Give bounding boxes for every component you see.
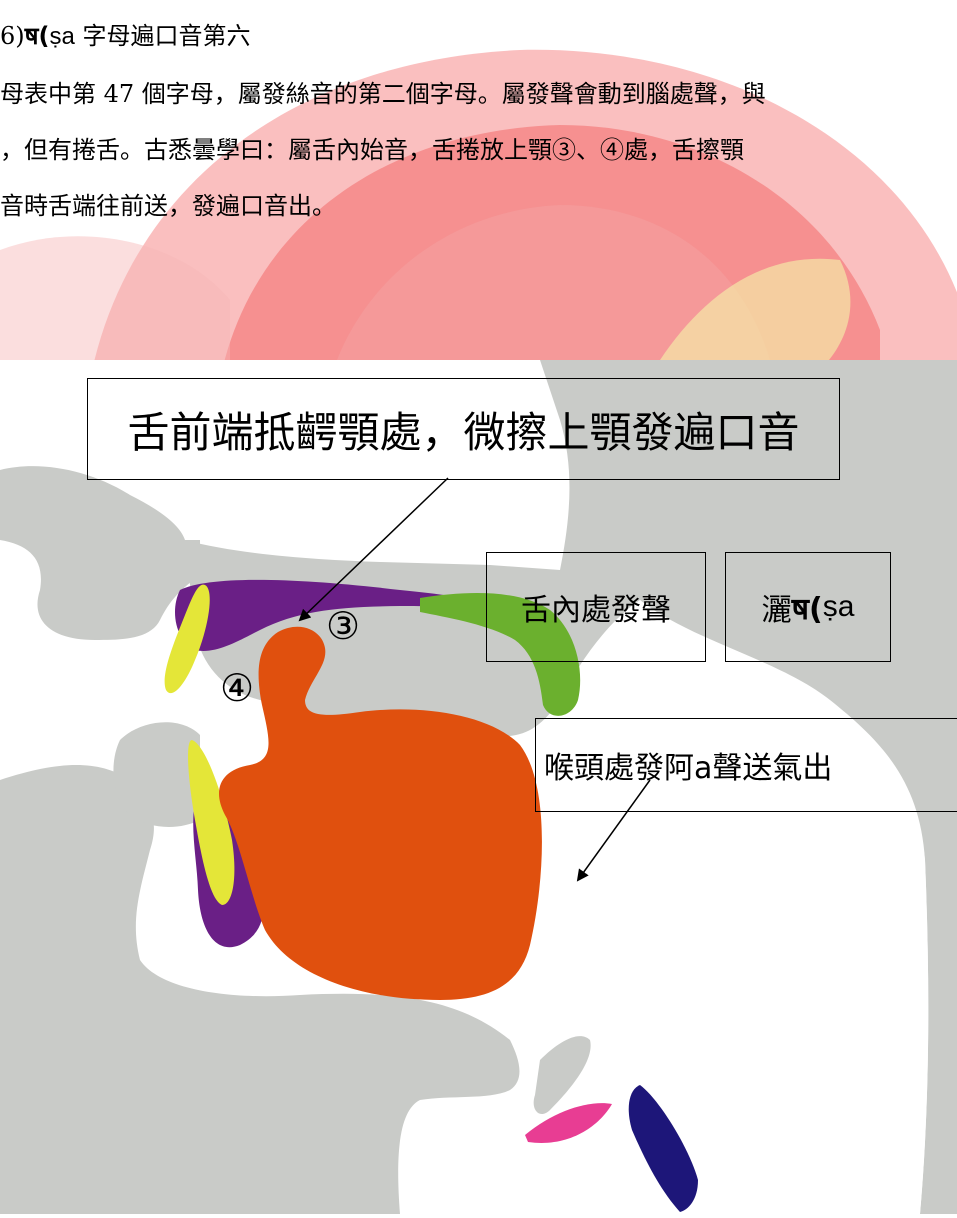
mouth-illustration bbox=[0, 360, 957, 1214]
upper-jaw-gray bbox=[185, 360, 957, 1214]
arrow-to-palate bbox=[298, 477, 449, 622]
position-marker-3: ③ bbox=[326, 604, 361, 648]
position-marker-4: ④ bbox=[220, 666, 255, 710]
background-watermark bbox=[0, 49, 957, 360]
skull-gray bbox=[0, 466, 200, 640]
heading-romanization: ṣa bbox=[49, 23, 75, 50]
arrow-to-throat bbox=[576, 779, 651, 882]
chin-gray bbox=[113, 722, 200, 827]
vocal-fold bbox=[525, 1103, 612, 1143]
section-heading: 6)ष(ṣa 字母遍口音第六 bbox=[0, 16, 250, 52]
throat-label-box: 喉頭處發阿a聲送氣出 bbox=[535, 718, 957, 812]
main-label-text: 舌前端抵齶顎處，微擦上顎發遍口音 bbox=[127, 407, 800, 457]
siddham-glyph: ष( bbox=[24, 22, 50, 50]
main-label-box: 舌前端抵齶顎處，微擦上顎發遍口音 bbox=[87, 378, 840, 480]
throat-label-text: 喉頭處發阿a聲送氣出 bbox=[544, 751, 833, 786]
arytenoid bbox=[628, 1085, 698, 1212]
epiglottis-gray bbox=[533, 1036, 591, 1115]
soft-palate bbox=[420, 593, 581, 716]
inner-label-text: 舌內處發聲 bbox=[521, 593, 671, 628]
paragraph-line-1: 母表中第 47 個字母，屬發絲音的第二個字母。屬發聲會動到腦處聲，與 bbox=[0, 80, 766, 108]
sound-label-siddham: ष( bbox=[791, 591, 823, 627]
hard-palate bbox=[175, 579, 490, 651]
heading-prefix: 6) bbox=[0, 22, 25, 50]
heading-title: 字母遍口音第六 bbox=[74, 22, 251, 50]
lower-teeth bbox=[188, 740, 235, 905]
paragraph-line-3: 音時舌端往前送，發遍口音出。 bbox=[0, 192, 336, 220]
upper-teeth bbox=[164, 584, 210, 694]
sound-label-prefix: 灑 bbox=[761, 593, 792, 628]
lower-jaw-gray bbox=[0, 765, 520, 1214]
tongue bbox=[218, 626, 542, 1000]
inner-label-box: 舌內處發聲 bbox=[486, 552, 706, 662]
sound-label-roman: ṣa bbox=[822, 590, 855, 623]
neck-gray bbox=[560, 700, 929, 1214]
paragraph-line-2: ，但有捲舌。古悉曇學曰：屬舌內始音，舌捲放上顎③、④處，舌擦顎 bbox=[0, 136, 744, 164]
